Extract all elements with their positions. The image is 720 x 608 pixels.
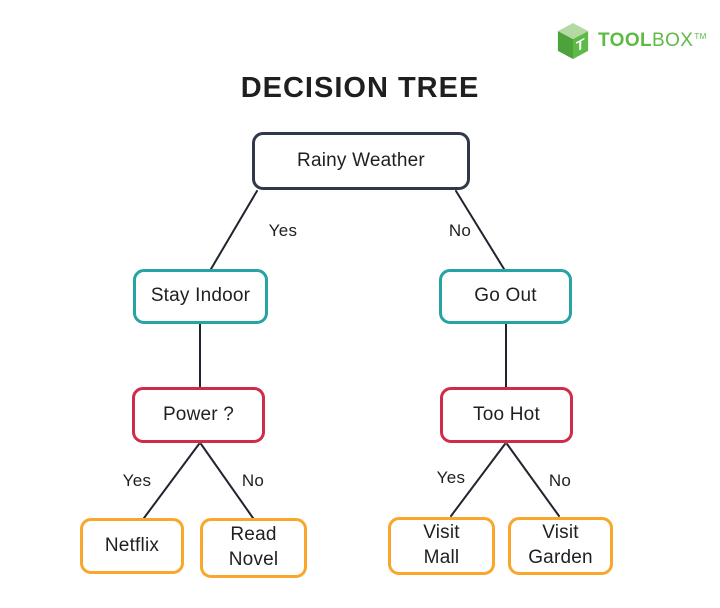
branch-label-power-yes: Yes — [122, 471, 152, 490]
branch-label-root-yes: Yes — [268, 221, 298, 240]
toolbox-cube-icon: T — [557, 23, 589, 59]
node-rainy-weather: Rainy Weather — [252, 132, 470, 190]
node-label: Rainy Weather — [297, 149, 425, 171]
edge-root-yes — [210, 190, 258, 270]
node-too-hot: Too Hot — [440, 387, 573, 443]
page-title: DECISION TREE — [240, 72, 480, 104]
node-label: Visit Mall — [423, 522, 460, 568]
node-visit-mall: Visit Mall — [388, 517, 495, 575]
branch-label-root-no: No — [448, 221, 472, 240]
branch-label-toohot-no: No — [548, 471, 572, 490]
branch-label-toohot-yes: Yes — [436, 468, 466, 487]
wordmark-tool: TOOL — [598, 30, 653, 51]
cube-letter: T — [576, 35, 585, 56]
node-read-novel: Read Novel — [200, 518, 307, 578]
node-label: Visit Garden — [528, 522, 593, 568]
node-go-out: Go Out — [439, 269, 572, 324]
edge-power-yes — [143, 443, 200, 519]
node-label: Netflix — [104, 534, 160, 556]
node-label: Too Hot — [473, 403, 540, 425]
branch-label-power-no: No — [241, 471, 265, 490]
node-label: Power ? — [162, 403, 235, 425]
node-power: Power ? — [132, 387, 265, 443]
node-label: Go Out — [474, 285, 537, 307]
node-label: Stay Indoor — [150, 285, 251, 307]
toolbox-logo: T TOOLBOXTM — [556, 22, 707, 60]
wordmark-box: BOX — [652, 30, 694, 51]
node-label: Read Novel — [228, 524, 279, 570]
toolbox-wordmark: TOOLBOXTM — [598, 30, 707, 52]
trademark-symbol: TM — [694, 31, 707, 41]
node-netflix: Netflix — [80, 518, 184, 574]
node-visit-garden: Visit Garden — [508, 517, 613, 575]
node-stay-indoor: Stay Indoor — [133, 269, 268, 324]
